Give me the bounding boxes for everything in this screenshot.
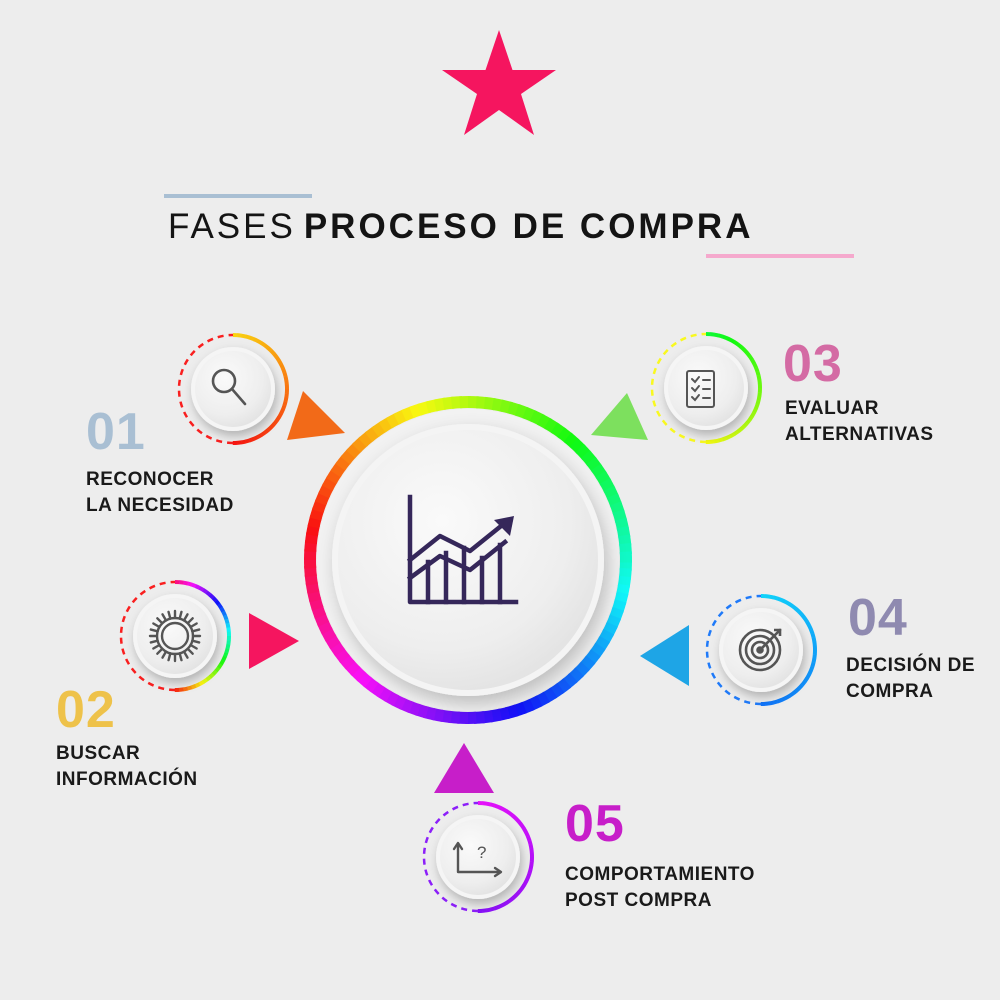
title-bold: PROCESO DE COMPRA [303, 207, 754, 246]
step-03-circle [650, 332, 763, 445]
step-02-line2: INFORMACIÓN [56, 769, 198, 790]
step-02-circle [119, 580, 232, 693]
step-01-line1: RECONOCER [86, 469, 215, 490]
step-01-number: 01 [86, 403, 146, 461]
arrow-step-05 [434, 743, 494, 793]
step-01-label: RECONOCER LA NECESIDAD [86, 467, 234, 519]
step-02-number: 02 [56, 681, 116, 739]
step-03-number: 03 [783, 335, 843, 393]
title-light: FASES [168, 207, 296, 246]
step-03-label: EVALUAR ALTERNATIVAS [785, 396, 934, 448]
arrow-step-01 [287, 391, 345, 440]
step-02-label: BUSCAR INFORMACIÓN [56, 741, 198, 793]
question-graph-icon [452, 841, 503, 878]
target-icon [738, 628, 782, 672]
step-04-line1: DECISIÓN DE [846, 655, 976, 676]
gear-icon [148, 609, 202, 663]
arrow-step-04 [640, 625, 689, 686]
step-01-line2: LA NECESIDAD [86, 495, 234, 516]
step-04-label: DECISIÓN DE COMPRA [846, 653, 975, 705]
title-accent-line-bottom [706, 254, 854, 258]
arrow-step-03 [591, 393, 648, 440]
step-02-line1: BUSCAR [56, 743, 141, 764]
checklist-icon [686, 370, 715, 408]
growth-chart-icon [406, 494, 519, 605]
step-05-label: COMPORTAMIENTO POST COMPRA [565, 862, 755, 914]
magnifier-icon [211, 368, 247, 406]
question-mark-glyph: ? [477, 843, 486, 862]
step-05-number: 05 [565, 795, 625, 853]
title-accent-line-top [164, 194, 312, 198]
step-04-number: 04 [848, 589, 908, 647]
step-03-line1: EVALUAR [785, 398, 879, 419]
step-04-line2: COMPRA [846, 681, 934, 702]
step-05-line1: COMPORTAMIENTO [565, 864, 755, 885]
star-icon [442, 30, 556, 135]
step-03-line2: ALTERNATIVAS [785, 424, 934, 445]
arrow-step-02 [249, 613, 299, 669]
step-05-line2: POST COMPRA [565, 890, 712, 911]
